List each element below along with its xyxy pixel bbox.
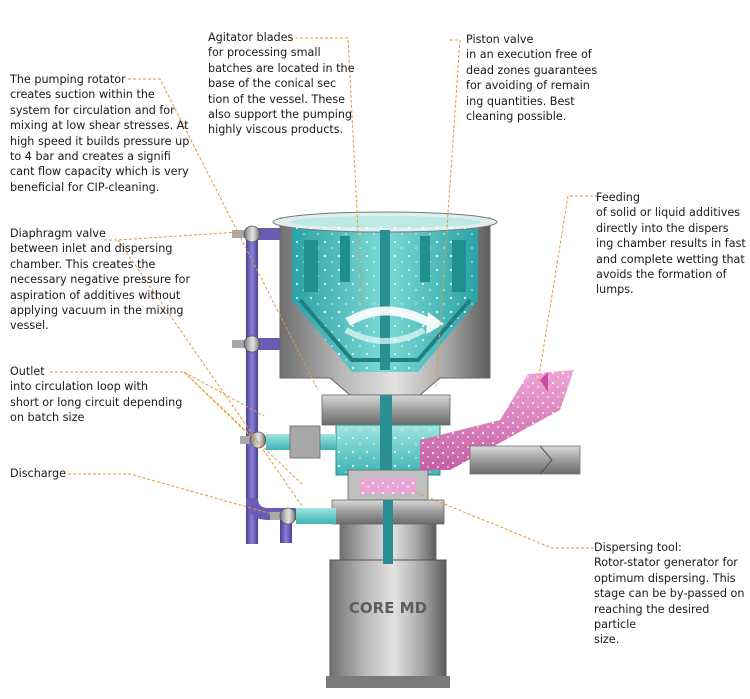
leader-outlet bbox=[50, 371, 251, 437]
label-line: optimum dispersing. This bbox=[594, 571, 736, 585]
motor-base: CORE MD bbox=[326, 500, 450, 688]
leader-outlet-3 bbox=[183, 371, 303, 485]
label-line: Rotor-stator generator for bbox=[594, 556, 738, 570]
label-dispersing-tool: Dispersing tool: Rotor-stator generator … bbox=[594, 540, 748, 648]
label-line: chamber. This creates the bbox=[10, 257, 156, 271]
label-line: highly viscous products. bbox=[208, 123, 344, 137]
vessel bbox=[272, 211, 498, 396]
label-piston-valve: Piston valve in an execution free of dea… bbox=[466, 32, 616, 124]
label-piston-valve-title: Piston valve bbox=[466, 33, 534, 46]
label-agitator-blades-title: Agitator blades bbox=[208, 31, 294, 44]
label-line: in an execution free of bbox=[466, 48, 592, 62]
label-line: tion of the vessel. These bbox=[208, 92, 346, 106]
leader-agitator-blades bbox=[290, 37, 363, 307]
label-line: short or long circuit depending bbox=[10, 395, 183, 409]
label-line: ing chamber results in fast bbox=[596, 237, 746, 251]
label-line: creates suction within the bbox=[10, 88, 155, 102]
label-discharge-title: Discharge bbox=[10, 467, 67, 480]
label-line: directly into the dispers bbox=[596, 221, 729, 235]
label-line: dead zones guarantees bbox=[466, 63, 598, 77]
leader-pumping-rotator bbox=[128, 78, 319, 391]
label-line: of solid or liquid additives bbox=[596, 206, 741, 220]
label-line: for avoiding of remain bbox=[466, 79, 590, 93]
dispersing-housing bbox=[266, 394, 451, 525]
label-line: cleaning possible. bbox=[466, 110, 567, 124]
label-line: into circulation loop with bbox=[10, 380, 148, 394]
label-line: beneficial for CIP-cleaning. bbox=[10, 180, 160, 194]
label-line: necessary negative pressure for bbox=[10, 273, 191, 287]
label-line: ing quantities. Best bbox=[466, 94, 575, 108]
label-outlet: Outlet into circulation loop with short … bbox=[10, 364, 210, 426]
label-outlet-title: Outlet bbox=[10, 365, 45, 378]
label-line: system for circulation and for bbox=[10, 103, 175, 117]
label-diaphragm-valve: Diaphragm valve between inlet and disper… bbox=[10, 226, 210, 334]
label-diaphragm-valve-title: Diaphragm valve bbox=[10, 227, 106, 240]
label-pumping-rotator-title: The pumping rotator bbox=[10, 73, 126, 86]
label-line: on batch size bbox=[10, 411, 85, 425]
label-line: mixing at low shear stresses. At bbox=[10, 119, 189, 133]
label-line: between inlet and dispersing bbox=[10, 242, 173, 256]
label-agitator-blades: Agitator blades for processing small bat… bbox=[208, 30, 368, 138]
label-feeding: Feeding of solid or liquid additives dir… bbox=[596, 190, 748, 298]
label-line: also support the pumping bbox=[208, 108, 353, 122]
leader-lines bbox=[50, 37, 598, 549]
label-line: stage can be by-passed on bbox=[594, 587, 745, 601]
label-discharge: Discharge bbox=[10, 466, 110, 481]
label-line: and complete wetting that bbox=[596, 252, 745, 266]
leader-outlet-2 bbox=[183, 371, 265, 417]
label-pumping-rotator: The pumping rotator creates suction with… bbox=[10, 72, 210, 195]
label-line: to 4 bar and creates a signifi bbox=[10, 150, 171, 164]
leader-feeding bbox=[537, 195, 598, 383]
label-feeding-title: Feeding bbox=[596, 191, 640, 204]
leader-diaphragm-valve-2 bbox=[117, 239, 303, 507]
label-line: batches are located in the bbox=[208, 61, 355, 75]
leader-discharge bbox=[68, 473, 273, 515]
label-line: for processing small bbox=[208, 46, 321, 60]
label-line: lumps. bbox=[596, 283, 634, 297]
label-line: size. bbox=[594, 633, 620, 647]
label-line: cant flow capacity which is very bbox=[10, 165, 189, 179]
label-line: base of the conical sec bbox=[208, 77, 337, 91]
label-line: aspiration of additives without bbox=[10, 288, 181, 302]
label-line: avoids the formation of bbox=[596, 268, 727, 282]
leader-piston-valve bbox=[435, 39, 461, 387]
label-line: applying vacuum in the mixing bbox=[10, 304, 184, 318]
leader-dispersing-tool bbox=[409, 489, 594, 549]
label-line: high speed it builds pressure up bbox=[10, 134, 190, 148]
label-dispersing-tool-title: Dispersing tool: bbox=[594, 541, 682, 554]
label-line: vessel. bbox=[10, 319, 49, 333]
machine-label: CORE MD bbox=[349, 599, 427, 617]
feeding-chute bbox=[420, 370, 581, 475]
label-line: reaching the desired particle bbox=[594, 602, 710, 632]
